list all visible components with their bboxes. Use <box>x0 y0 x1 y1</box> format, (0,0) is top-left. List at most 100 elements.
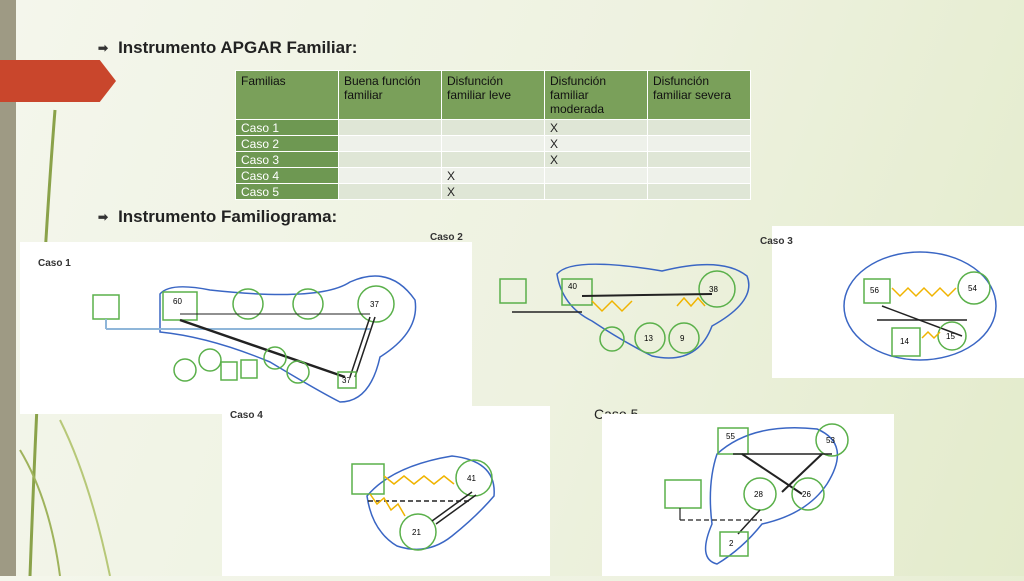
age-label: 37 <box>370 300 379 309</box>
female-symbol <box>292 288 324 320</box>
mark-cell <box>647 151 751 168</box>
red-accent-tab <box>0 60 116 102</box>
mark-cell <box>647 135 751 152</box>
genogram-label: Caso 2 <box>430 232 463 243</box>
mark-cell <box>338 167 442 184</box>
table-row: Caso 1 X <box>235 119 751 136</box>
male-symbol <box>891 327 921 357</box>
female-symbol <box>357 285 395 323</box>
age-label: 54 <box>968 284 977 293</box>
female-symbol <box>668 322 700 354</box>
male-symbol <box>220 361 238 381</box>
mark-cell: X <box>544 151 648 168</box>
bullet-arrow-icon: ➡ <box>98 210 109 224</box>
col-header: Familias <box>235 70 339 120</box>
genogram-caso3-drawing: 56 54 14 15 <box>843 251 997 361</box>
case-cell: Caso 1 <box>235 119 339 136</box>
genogram-caso4: Caso 4 41 21 <box>222 406 550 576</box>
male-symbol <box>561 278 593 306</box>
col-header: Disfunción familiar leve <box>441 70 545 120</box>
age-label: 21 <box>412 528 421 537</box>
case-cell: Caso 3 <box>235 151 339 168</box>
age-label: 13 <box>644 334 653 343</box>
genogram-label: Caso 4 <box>230 410 263 421</box>
age-label: 60 <box>173 297 182 306</box>
mark-cell <box>338 135 442 152</box>
genogram-caso5: 55 53 28 26 2 <box>602 414 894 576</box>
age-label: 37 <box>342 376 351 385</box>
male-symbol <box>351 463 385 495</box>
mark-cell <box>441 151 545 168</box>
heading-familiograma: ➡ Instrumento Familiograma: <box>98 207 338 226</box>
female-symbol <box>634 322 666 354</box>
age-label: 15 <box>946 332 955 341</box>
col-header: Buena función familiar <box>338 70 442 120</box>
table-header-row: Familias Buena función familiar Disfunci… <box>235 70 751 120</box>
mark-cell: X <box>441 183 545 200</box>
mark-cell <box>647 119 751 136</box>
mark-cell <box>338 119 442 136</box>
mark-cell <box>338 151 442 168</box>
genogram-caso1: Caso 1 60 37 37 <box>20 242 472 414</box>
genogram-label: Caso 1 <box>38 258 71 269</box>
case-cell: Caso 4 <box>235 167 339 184</box>
male-symbol <box>240 359 258 379</box>
boundary-line <box>556 263 750 359</box>
boundary-line <box>843 251 997 361</box>
case-cell: Caso 5 <box>235 183 339 200</box>
genogram-caso3: Caso 3 56 54 14 15 <box>760 226 1024 378</box>
genogram-caso2: Caso 2 40 38 13 9 <box>430 226 772 406</box>
table-row: Caso 5 X <box>235 183 751 200</box>
age-label: 41 <box>467 474 476 483</box>
age-label: 53 <box>826 436 835 445</box>
boundary-line <box>159 275 417 403</box>
mark-cell: X <box>544 135 648 152</box>
male-symbol <box>664 479 702 509</box>
mark-cell <box>338 183 442 200</box>
table-row: Caso 3 X <box>235 151 751 168</box>
male-symbol <box>337 371 357 389</box>
age-label: 28 <box>754 490 763 499</box>
female-symbol <box>599 326 625 352</box>
mark-cell: X <box>544 119 648 136</box>
male-symbol <box>92 294 120 320</box>
female-symbol <box>399 513 437 551</box>
male-symbol <box>719 531 749 557</box>
female-symbol <box>198 348 222 372</box>
female-symbol <box>173 358 197 382</box>
age-label: 55 <box>726 432 735 441</box>
age-label: 2 <box>729 539 734 548</box>
age-label: 40 <box>568 282 577 291</box>
female-symbol <box>957 271 991 305</box>
table-row: Caso 4 X <box>235 167 751 184</box>
apgar-table: Familias Buena función familiar Disfunci… <box>235 70 751 200</box>
mark-cell <box>441 119 545 136</box>
female-symbol <box>698 270 736 308</box>
age-label: 9 <box>680 334 685 343</box>
genogram-caso1-drawing: 60 37 37 <box>92 275 417 403</box>
male-symbol <box>499 278 527 304</box>
female-symbol <box>815 423 849 457</box>
age-label: 38 <box>709 285 718 294</box>
mark-cell: X <box>441 167 545 184</box>
case-cell: Caso 2 <box>235 135 339 152</box>
genogram-label: Caso 3 <box>760 236 793 247</box>
bullet-arrow-icon: ➡ <box>98 41 109 55</box>
boundary-line <box>366 455 495 551</box>
col-header: Disfunción familiar moderada <box>544 70 648 120</box>
age-label: 26 <box>802 490 811 499</box>
mark-cell <box>647 183 751 200</box>
mark-cell <box>544 183 648 200</box>
genogram-caso4-drawing: 41 21 <box>351 455 495 551</box>
boundary-line <box>704 426 839 565</box>
genogram-caso5-drawing: 55 53 28 26 2 <box>664 423 849 565</box>
heading-apgar: ➡ Instrumento APGAR Familiar: <box>98 38 358 57</box>
mark-cell <box>544 167 648 184</box>
mark-cell <box>647 167 751 184</box>
female-symbol <box>232 288 264 320</box>
table-row: Caso 2 X <box>235 135 751 152</box>
female-symbol <box>263 346 287 370</box>
left-decor-bar <box>0 0 16 576</box>
female-symbol <box>791 477 825 511</box>
col-header: Disfunción familiar severa <box>647 70 751 120</box>
